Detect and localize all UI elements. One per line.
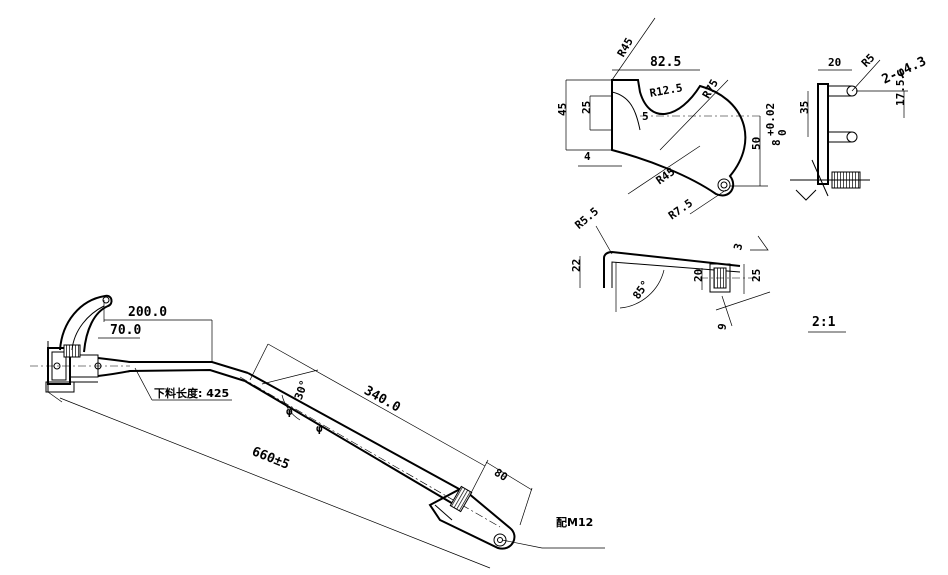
dim80-line [485, 461, 533, 491]
dim-200: 200.0 [128, 305, 167, 320]
phi-mark-2: φ [316, 422, 323, 435]
bolt-head [63, 344, 81, 358]
bracket-pivot [717, 178, 731, 192]
dim-5: 5 [642, 110, 649, 123]
r75-leader [659, 79, 729, 151]
dim660-line [59, 397, 491, 569]
tolerance-upper: +0.02 [764, 103, 777, 136]
fit-leader [501, 539, 543, 549]
angle30-arc [281, 394, 301, 421]
dim660-ext-left [47, 391, 63, 403]
side-foot [795, 189, 817, 201]
dim-25: 25 [580, 101, 593, 114]
r5-5-leader [595, 225, 613, 255]
side-plate [817, 83, 829, 185]
bend-dim-25: 25 [750, 269, 763, 282]
lever-arm-top [247, 372, 471, 496]
bend-angle-arc [619, 269, 665, 309]
lever-rod-upper [97, 357, 249, 374]
dim-80: 80 [492, 466, 510, 484]
side-dim-17-5: 17.5 [894, 80, 907, 107]
dim-70: 70.0 [110, 323, 141, 338]
r45-low-leader [627, 145, 701, 195]
r7-5: R7.5 [666, 196, 695, 222]
r7-5-leader [689, 189, 727, 215]
angle30-ref [261, 369, 319, 385]
clamp-hole [53, 362, 61, 370]
angle-30: 30° [292, 378, 311, 401]
dim340-ext-right [469, 459, 489, 496]
fit-note: 配M12 [556, 515, 593, 529]
dim80-ext [519, 487, 533, 526]
end-nut [449, 485, 473, 513]
bracket-view: R45 82.5 R12.5 R75 45 25 5 4 50 +0.02 0 … [556, 17, 789, 222]
bend-angle-85: 85° [630, 278, 652, 302]
side-mid-hole [846, 131, 858, 143]
side-dim-35: 35 [798, 101, 811, 114]
main-view: 200.0 70.0 下料长度: 425 30° φ φ 340.0 660±5… [30, 294, 605, 569]
phi-mark-1: φ [286, 405, 293, 418]
side-r5: R5 [859, 51, 878, 70]
bend-profile [603, 250, 741, 288]
side-dim-20: 20 [828, 56, 841, 69]
tolerance-lower: 0 [776, 129, 789, 136]
side-detail [811, 159, 829, 197]
clamp-lower [45, 381, 75, 393]
lever-arm-bottom [244, 380, 456, 506]
side-view: 20 R5 2-φ4.3 35 17.5 [790, 51, 929, 201]
bracket-outline [611, 79, 747, 197]
r45-top: R45 [615, 35, 636, 59]
cut-leader [134, 367, 153, 401]
r45-low: R45 [654, 165, 678, 187]
bend-dim-20: 20 [692, 269, 705, 282]
horn-inner [71, 305, 105, 351]
r75: R75 [700, 77, 721, 101]
bend-dim-3: 3 [731, 242, 745, 252]
horn-hole [102, 296, 110, 304]
bend-view: R5.5 22 85° 3 20 25 9 [570, 205, 771, 331]
clamp-plate [69, 354, 99, 378]
bracket-pivot-inner [720, 181, 728, 189]
dim-45: 45 [556, 103, 569, 116]
bend-section-frame [709, 263, 731, 293]
bend-dim9-line [715, 291, 771, 311]
dim340-ext-left [249, 343, 269, 381]
end-hole [493, 533, 507, 547]
dim-82-5: 82.5 [650, 55, 681, 70]
bend-profile-inner [611, 261, 741, 288]
side-r5-leader [851, 59, 881, 92]
dim-8: 8 [770, 139, 783, 146]
bend-dim-22: 22 [570, 259, 583, 272]
arm-centerline [239, 376, 501, 528]
dim340-line [267, 343, 486, 467]
horn-bracket [59, 294, 113, 353]
dim-4: 4 [584, 150, 591, 163]
end-hole-center [497, 537, 503, 543]
r12-5: R12.5 [649, 81, 684, 100]
dim-340: 340.0 [361, 383, 403, 415]
scale-label: 2:1 [812, 315, 836, 330]
bend-dim9-leader [721, 295, 733, 327]
bracket-slot [611, 91, 641, 131]
dim-50: 50 [750, 137, 763, 150]
end-detail [434, 504, 453, 521]
dim-660: 660±5 [250, 444, 292, 473]
lever-rod-lower [97, 368, 246, 382]
bend-dim-9: 9 [715, 322, 729, 331]
cut-length-note: 下料长度: 425 [154, 386, 229, 400]
bend-dim3-arrow [750, 235, 769, 251]
